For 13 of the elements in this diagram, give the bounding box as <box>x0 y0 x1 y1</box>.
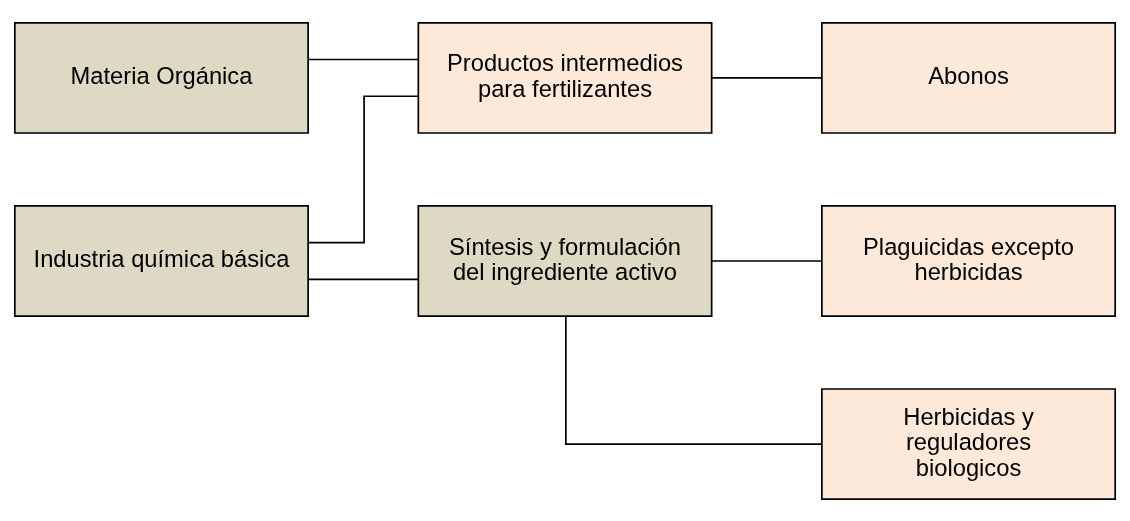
connector <box>711 259 823 262</box>
node-box: Industria química básica <box>13 204 309 317</box>
node-box: Plaguicidas excepto herbicidas <box>821 204 1117 317</box>
node-box: Síntesis y formulación del ingrediente activo <box>417 204 713 317</box>
node-box: Productos intermedios para fertilizantes <box>417 21 713 134</box>
connector <box>307 278 420 280</box>
connector <box>307 94 419 243</box>
node-box: Herbicidas y reguladores biologicos <box>821 387 1117 500</box>
connector <box>307 58 420 60</box>
node-box: Abonos <box>821 21 1117 134</box>
connector <box>711 76 823 79</box>
node-box: Materia Orgánica <box>13 21 309 134</box>
connector <box>565 315 823 445</box>
